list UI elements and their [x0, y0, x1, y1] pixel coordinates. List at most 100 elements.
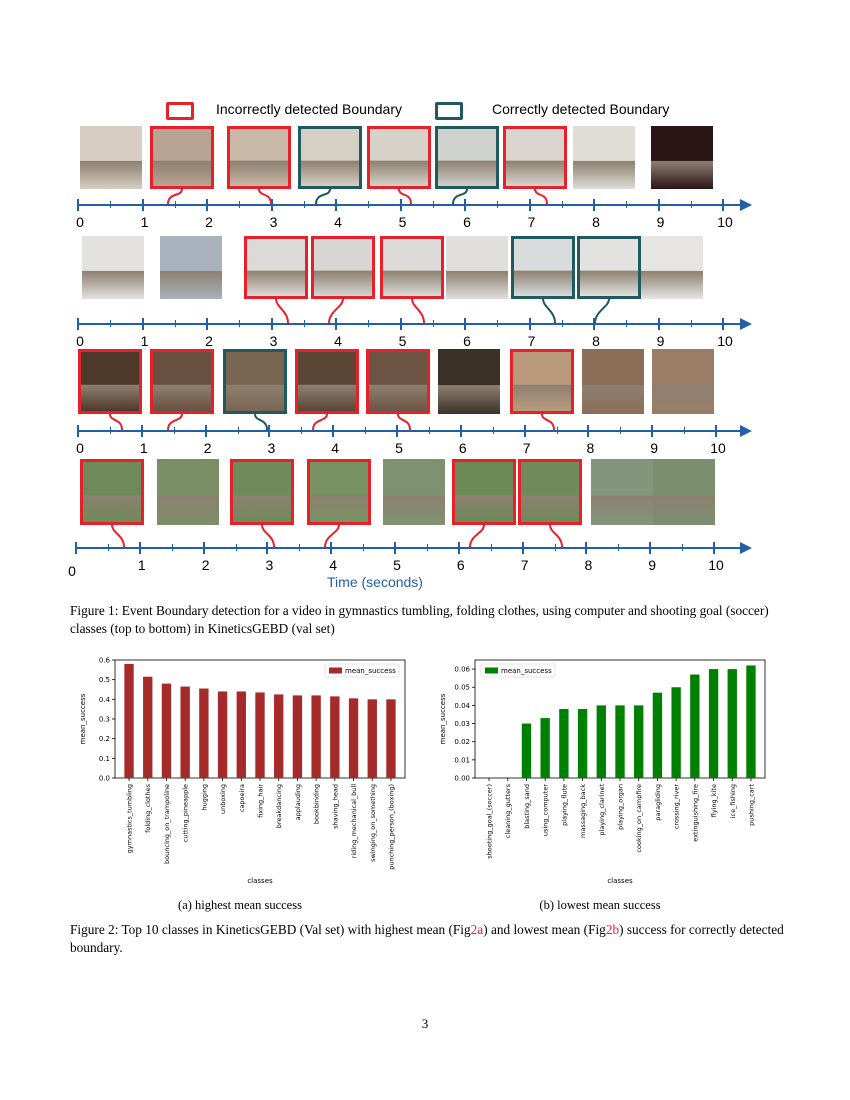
- x-tick-label: fixing_hair: [257, 784, 265, 818]
- boundary-connector-red: [541, 413, 555, 431]
- gymnastics-tumbling-minor-tick: [303, 201, 305, 208]
- shooting-goal-tick-label: 5: [393, 557, 401, 573]
- using-computer-minor-tick: [492, 427, 494, 434]
- x-tick-label: bookbinding: [313, 784, 321, 824]
- using-computer-tick: [715, 425, 717, 437]
- folding-clothes-minor-tick: [432, 320, 434, 327]
- shooting-goal-minor-tick: [426, 544, 428, 551]
- gymnastics-tumbling-minor-tick: [497, 201, 499, 208]
- page-number: 3: [421, 1016, 429, 1031]
- folding-clothes-tick-label: 6: [463, 333, 471, 349]
- x-tick-label: unboxing: [219, 784, 227, 814]
- using-computer-minor-tick: [428, 427, 430, 434]
- boundary-connector-red: [411, 298, 425, 324]
- gymnastics-tumbling-tick: [270, 199, 273, 211]
- gymnastics-tumbling-tick-label: 0: [76, 214, 84, 230]
- legend-swatch: [329, 667, 342, 674]
- using-computer-tick-label: 9: [650, 440, 659, 456]
- folding-clothes-tick: [657, 318, 660, 330]
- shooting-goal-tick: [266, 542, 269, 554]
- bar: [143, 676, 153, 778]
- legend-label: mean_success: [345, 667, 396, 675]
- shooting-goal-tick-label: 9: [648, 557, 657, 573]
- using-computer-frame-plain: [438, 349, 500, 414]
- incorrect-legend-label: Incorrectly detected Boundary: [216, 101, 402, 117]
- y-tick-label: 0.3: [99, 716, 110, 724]
- using-computer-minor-tick: [237, 427, 239, 434]
- gymnastics-tumbling-frame-teal: [298, 126, 362, 189]
- shooting-goal-frame-red: [518, 459, 582, 525]
- shooting-goal-boundary-connectors: [111, 524, 563, 548]
- figure2b-ref-link[interactable]: 2b: [605, 922, 620, 937]
- bar: [615, 705, 625, 778]
- using-computer-tick: [332, 425, 335, 437]
- incorrect-legend-swatch: [166, 102, 194, 120]
- x-tick-label: bouncing_on_trampoline: [163, 784, 171, 864]
- x-tick-label: applauding: [294, 784, 302, 820]
- bar: [386, 699, 396, 778]
- subcaption-a: (a) highest mean success: [178, 898, 302, 912]
- folding-clothes-tick: [77, 318, 79, 330]
- shooting-goal-tick: [649, 542, 652, 554]
- shooting-goal-frame-plain: [383, 459, 445, 525]
- shooting-goal-tick-label: 8: [584, 557, 593, 573]
- bar: [671, 687, 681, 778]
- folding-clothes-frame-plain: [641, 236, 703, 299]
- using-computer-minor-tick: [109, 427, 111, 434]
- x-axis-label: classes: [247, 877, 273, 885]
- folding-clothes-tick: [206, 318, 208, 330]
- bar: [367, 699, 377, 778]
- figure1-caption: Figure 1: Event Boundary detection for a…: [70, 603, 769, 636]
- bar: [124, 663, 134, 778]
- boundary-connector-red: [167, 188, 183, 205]
- correct-legend-swatch: [435, 102, 463, 120]
- using-computer-tick: [523, 425, 526, 437]
- shooting-goal-frame-plain: [653, 459, 715, 525]
- using-computer-minor-tick: [620, 427, 622, 434]
- shooting-goal-minor-tick: [490, 544, 492, 551]
- using-computer-frame-teal: [223, 349, 287, 414]
- using-computer-tick-label: 10: [710, 440, 726, 456]
- x-tick-label: paragliding: [654, 784, 662, 821]
- figure2a-ref-link[interactable]: 2a: [470, 922, 484, 937]
- using-computer-minor-tick: [684, 427, 686, 434]
- gymnastics-tumbling-frame-red: [367, 126, 431, 189]
- time-axis-label: Time (seconds): [327, 574, 423, 590]
- x-tick-label: using_computer: [542, 784, 550, 836]
- folding-clothes-frame-plain: [160, 236, 222, 299]
- x-tick-label: hugging: [200, 784, 208, 811]
- shooting-goal-frame-red: [80, 459, 144, 525]
- using-computer-frame-red: [510, 349, 574, 414]
- bar: [292, 695, 303, 778]
- shooting-goal-minor-tick: [171, 544, 173, 551]
- folding-clothes-frame-teal: [511, 236, 575, 299]
- using-computer-minor-tick: [301, 427, 303, 434]
- shooting-goal-tick-label: 7: [520, 557, 529, 573]
- bar: [746, 665, 756, 778]
- shooting-goal-minor-tick: [682, 544, 684, 551]
- shooting-goal-time-axis: [76, 547, 745, 549]
- x-tick-label: flying_kite: [710, 784, 718, 817]
- gymnastics-tumbling-tick: [206, 199, 208, 211]
- y-axis-label: mean_success: [439, 693, 447, 744]
- gymnastics-tumbling-tick-label: 10: [717, 214, 733, 230]
- boundary-connector-red: [312, 413, 328, 431]
- folding-clothes-boundary-connectors: [275, 298, 610, 324]
- x-tick-label: playing_flute: [560, 784, 568, 826]
- shooting-goal-tick-label: 1: [137, 557, 146, 573]
- gymnastics-tumbling-tick-label: 9: [656, 214, 665, 230]
- bar: [255, 692, 265, 778]
- gymnastics-tumbling-tick-label: 1: [140, 214, 149, 230]
- using-computer-tick-label: 6: [458, 440, 467, 456]
- using-computer-tick-label: 5: [395, 440, 403, 456]
- shooting-goal-tick-label: 10: [708, 557, 724, 573]
- boundary-connector-red: [397, 413, 411, 431]
- y-tick-label: 0.00: [454, 775, 470, 783]
- x-tick-label: breakdancing: [275, 784, 283, 828]
- x-tick-label: blasting_sand: [523, 784, 531, 829]
- using-computer-tick: [459, 425, 462, 437]
- bar: [690, 674, 700, 778]
- folding-clothes-tick-label: 2: [205, 333, 213, 349]
- shooting-goal-tick-label: 6: [456, 557, 465, 573]
- folding-clothes-tick-label: 8: [592, 333, 600, 349]
